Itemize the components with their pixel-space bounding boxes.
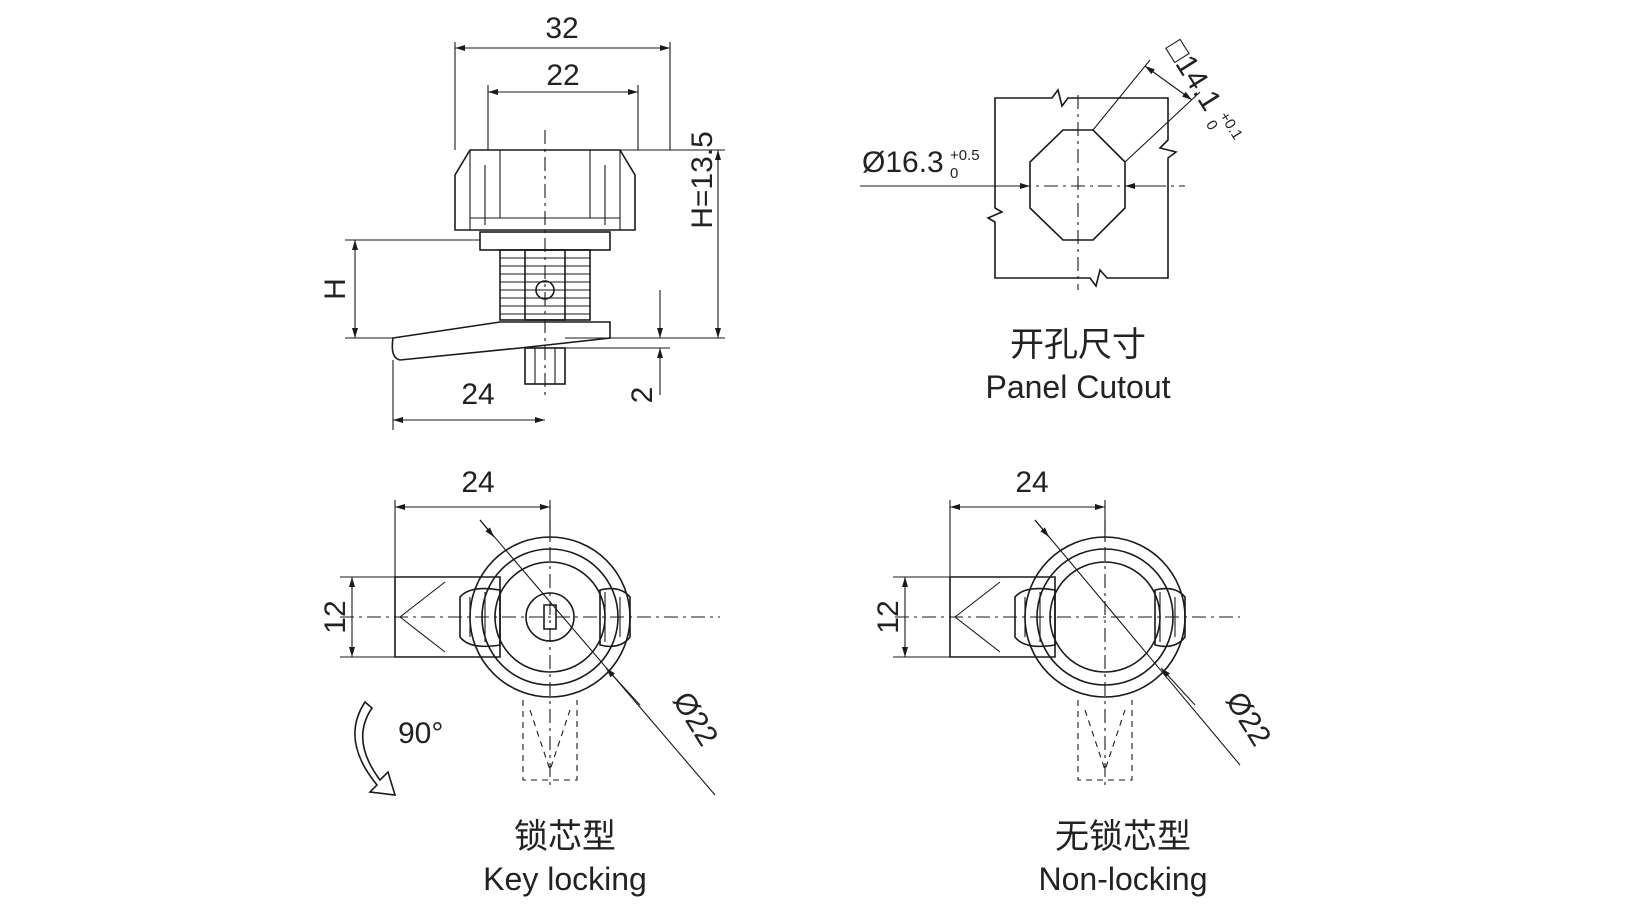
panel-cutout-caption-cn: 开孔尺寸 bbox=[1010, 325, 1146, 365]
dim-cutout-square: □14.1 bbox=[1159, 34, 1228, 116]
side-view: 32 22 H=13.5 H 24 2 bbox=[319, 12, 725, 430]
dim-24-key: 24 bbox=[461, 466, 494, 499]
key-locking-view: 24 12 Ø22 90° 锁芯型 Key locking bbox=[319, 466, 724, 897]
panel-cutout-caption-en: Panel Cutout bbox=[985, 369, 1170, 405]
non-locking-view: 24 12 Ø22 无锁芯型 Non-locking bbox=[872, 466, 1277, 897]
rotation-angle: 90° bbox=[398, 717, 443, 750]
cutout-centerlines bbox=[990, 95, 1185, 290]
dim-32: 32 bbox=[545, 12, 578, 45]
dim-h: H bbox=[319, 278, 352, 300]
dim-diameter-key: Ø22 bbox=[666, 686, 724, 752]
panel-cutout: Ø16.3 +0.5 0 □14.1 +0.1 0 开孔尺寸 Panel Cut… bbox=[860, 34, 1246, 405]
key-locking-caption-en: Key locking bbox=[483, 861, 647, 897]
dim-cutout-diameter-lower: 0 bbox=[950, 165, 958, 182]
dim-12-nonlock: 12 bbox=[872, 600, 905, 633]
non-locking-caption-en: Non-locking bbox=[1039, 861, 1208, 897]
key-locking-caption-cn: 锁芯型 bbox=[514, 817, 616, 857]
rotation-arrow-icon bbox=[354, 700, 397, 796]
dim-cutout-square-lower: 0 bbox=[1202, 117, 1221, 133]
dim-2: 2 bbox=[626, 387, 659, 404]
dim-22: 22 bbox=[546, 59, 579, 92]
cutout-shape bbox=[1029, 129, 1126, 241]
non-locking-caption-cn: 无锁芯型 bbox=[1055, 817, 1191, 857]
dim-24-nonlock: 24 bbox=[1015, 466, 1048, 499]
dim-h-13-5: H=13.5 bbox=[686, 131, 719, 229]
dim-24-side: 24 bbox=[461, 378, 494, 411]
dim-diameter-nonlock: Ø22 bbox=[1219, 686, 1277, 752]
panel-outline bbox=[986, 88, 1178, 288]
dim-cutout-diameter: Ø16.3 bbox=[862, 146, 944, 179]
dim-cutout-square-upper: +0.1 bbox=[1216, 109, 1246, 143]
cam-arm bbox=[391, 321, 611, 385]
dim-12-key: 12 bbox=[319, 600, 352, 633]
nonlock-centerlines bbox=[895, 520, 1240, 790]
key-centerlines bbox=[340, 520, 720, 790]
dim-cutout-diameter-upper: +0.5 bbox=[950, 147, 980, 164]
